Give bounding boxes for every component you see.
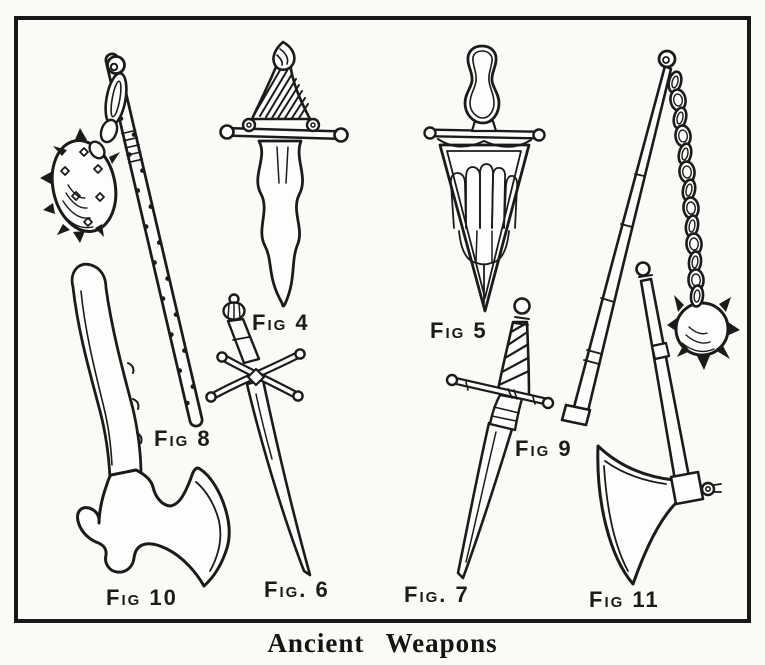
fig5-label: Fig 5 — [430, 318, 488, 343]
triangular-blade-dagger-icon — [423, 44, 546, 313]
fig6-label: Fig. 6 — [264, 577, 330, 602]
spiked-ball-mace-icon — [40, 52, 204, 428]
battle-axe-icon — [70, 262, 231, 588]
fig8-label: Fig 8 — [154, 426, 212, 451]
chain-flail-icon — [560, 49, 740, 427]
swept-guard-sword-icon — [205, 293, 312, 577]
flamberge-dagger-icon — [219, 40, 349, 308]
pole-axe-icon — [596, 261, 722, 586]
fig7-label: Fig. 7 — [404, 582, 470, 607]
fig4-label: Fig 4 — [252, 310, 310, 335]
plate-caption: Ancient Weapons — [267, 628, 498, 658]
fig10-label: Fig 10 — [106, 585, 178, 610]
fig9-label: Fig 9 — [515, 436, 573, 461]
fig11-label: Fig 11 — [589, 587, 660, 612]
plate-border — [14, 16, 751, 623]
twisted-grip-dagger-icon — [445, 297, 555, 580]
